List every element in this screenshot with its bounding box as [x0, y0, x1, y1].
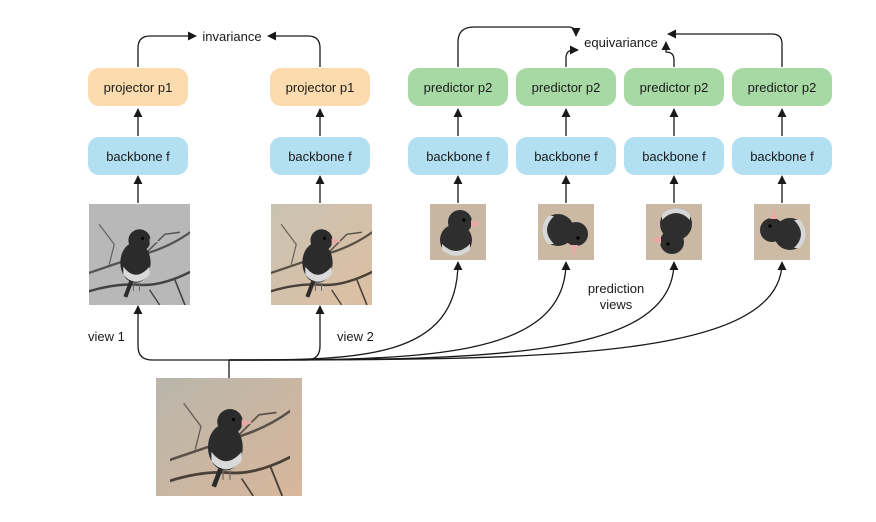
backbone-box-1: backbone f — [88, 137, 188, 175]
edge-projector1-to-invariance — [137, 31, 197, 67]
prediction-views-label-line1: prediction — [588, 281, 644, 296]
edge-source-to-view1 — [133, 305, 229, 361]
predictor-label: predictor p2 — [640, 80, 709, 95]
prediction-view-2-image — [538, 204, 594, 260]
edges — [133, 26, 787, 378]
predictor-label: predictor p2 — [424, 80, 493, 95]
edge-source-to-view2 — [229, 305, 325, 361]
prediction-view-3-image — [646, 204, 702, 260]
projector-label: projector p1 — [104, 80, 173, 95]
edge-projector2-to-invariance — [267, 31, 321, 67]
backbone-label: backbone f — [642, 149, 706, 164]
backbone-box-6: backbone f — [732, 137, 832, 175]
edge-predictor1-to-equivariance — [457, 26, 581, 67]
backbone-label: backbone f — [288, 149, 352, 164]
equivariance-label: equivariance — [584, 35, 658, 50]
backbone-box-3: backbone f — [408, 137, 508, 175]
projector-box-2: projector p1 — [270, 68, 370, 106]
predictor-label: predictor p2 — [532, 80, 601, 95]
view1-image — [89, 204, 190, 305]
backbone-label: backbone f — [106, 149, 170, 164]
backbone-label: backbone f — [426, 149, 490, 164]
predictor-box-3: predictor p2 — [624, 68, 724, 106]
invariance-label: invariance — [202, 29, 261, 44]
view2-label: view 2 — [337, 329, 374, 344]
backbone-label: backbone f — [750, 149, 814, 164]
prediction-view-1-image — [430, 204, 486, 260]
view2-image — [271, 204, 372, 305]
prediction-view-4-image — [754, 204, 810, 260]
backbone-box-4: backbone f — [516, 137, 616, 175]
predictor-box-2: predictor p2 — [516, 68, 616, 106]
projector-label: projector p1 — [286, 80, 355, 95]
edge-source-to-pred4 — [228, 261, 787, 361]
backbone-box-2: backbone f — [270, 137, 370, 175]
edge-predictor3-to-equivariance — [661, 41, 675, 67]
predictor-label: predictor p2 — [748, 80, 817, 95]
edge-predictor4-to-equivariance — [667, 29, 783, 67]
backbone-label: backbone f — [534, 149, 598, 164]
prediction-views-label-line2: views — [600, 297, 633, 312]
edge-predictor2-to-equivariance — [565, 45, 579, 67]
predictor-box-1: predictor p2 — [408, 68, 508, 106]
source-image — [156, 378, 302, 496]
projector-box-1: projector p1 — [88, 68, 188, 106]
predictor-box-4: predictor p2 — [732, 68, 832, 106]
backbone-box-5: backbone f — [624, 137, 724, 175]
view1-label: view 1 — [88, 329, 125, 344]
